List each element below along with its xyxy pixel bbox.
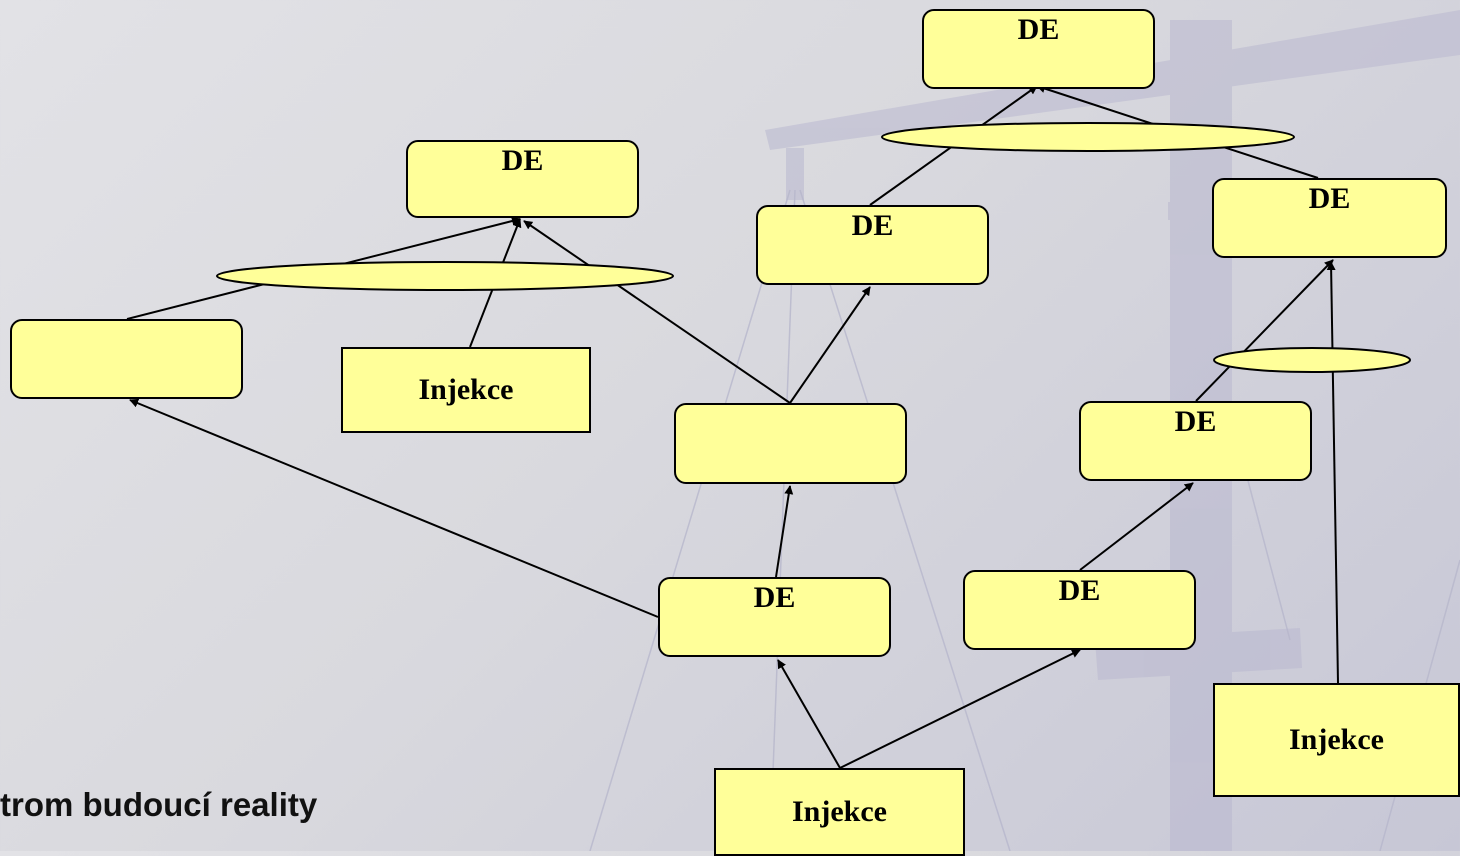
node-de-mid-upper: DE (756, 205, 989, 285)
edge-de-center-low-to-blank-left (129, 398, 659, 618)
scale-hanger (786, 148, 804, 200)
edge-injekce-bottom-to-de-center-low (777, 659, 841, 769)
node-injekce-bottom: Injekce (714, 768, 965, 856)
node-blank-left (10, 319, 243, 399)
edge-de-center-low-to-blank-center (775, 485, 794, 578)
node-injekce-right: Injekce (1213, 683, 1460, 797)
scale-collar (1168, 202, 1220, 220)
and-ellipse-top (881, 122, 1295, 152)
node-de-right-mid: DE (1079, 401, 1312, 481)
node-de-center-low: DE (658, 577, 891, 657)
diagram-caption: trom budoucí reality (0, 786, 318, 823)
edge-de-right-mid-to-de-right-upper (1195, 259, 1334, 402)
edge-blank-center-to-de-left (523, 220, 791, 404)
node-de-left: DE (406, 140, 639, 218)
edge-de-right-low-to-de-right-mid (1079, 482, 1194, 571)
node-de-top: DE (922, 9, 1155, 89)
edge-injekce-bottom-to-de-right-low (839, 649, 1081, 769)
edge-blank-center-to-de-mid-upper (789, 286, 871, 404)
node-de-right-upper: DE (1212, 178, 1447, 258)
edge-injekce-right-to-de-right-upper (1326, 261, 1339, 684)
node-blank-center (674, 403, 907, 484)
node-injekce-left: Injekce (341, 347, 591, 433)
and-ellipse-right (1213, 347, 1411, 373)
node-de-right-low: DE (963, 570, 1196, 650)
and-ellipse-left (216, 261, 674, 291)
